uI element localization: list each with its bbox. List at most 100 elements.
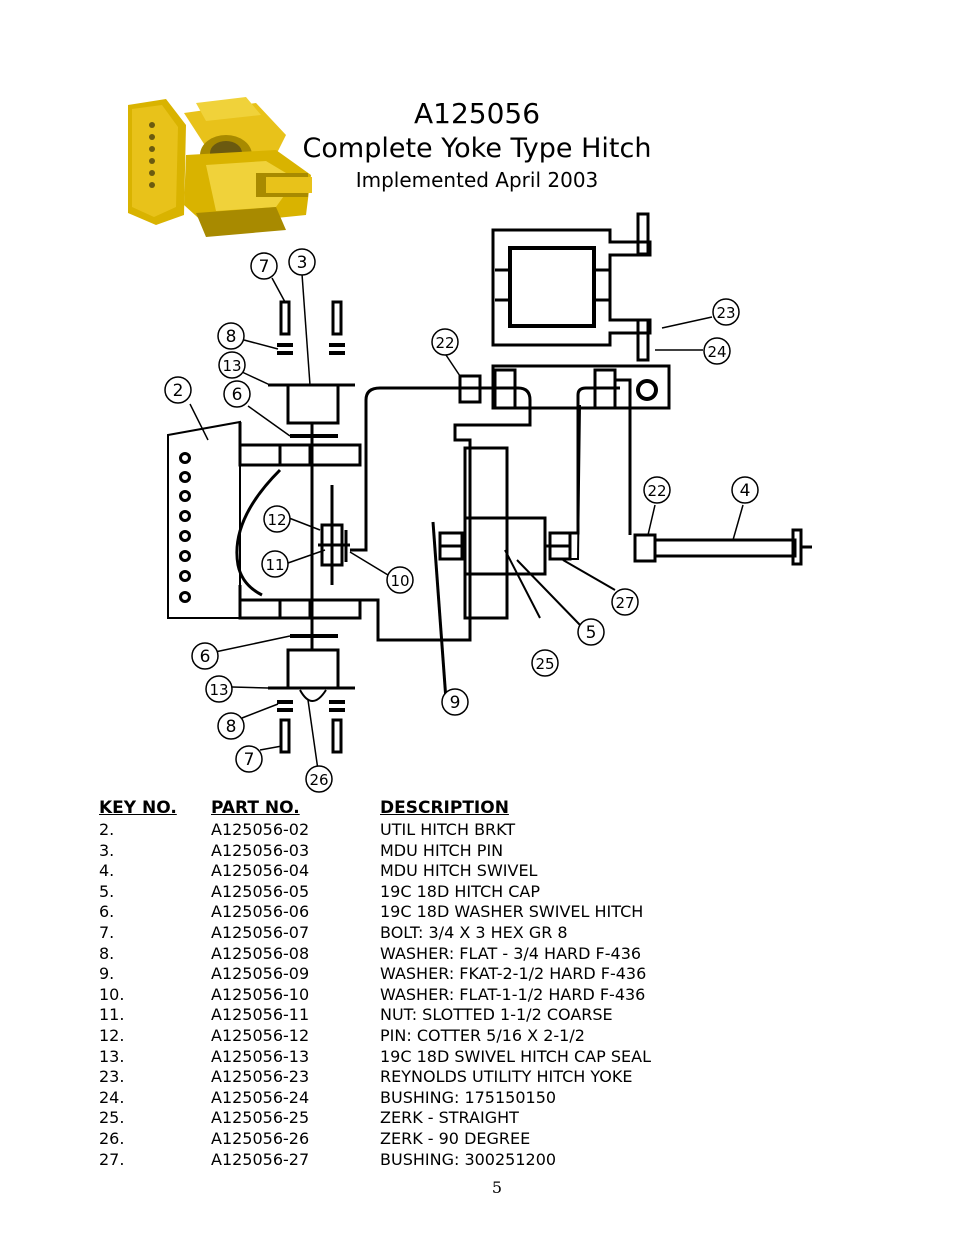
key-no-cell: 25.	[99, 1108, 125, 1128]
svg-text:22: 22	[647, 482, 666, 500]
key-no-cell: 11.	[99, 1005, 125, 1025]
svg-text:8: 8	[226, 327, 237, 347]
svg-text:6: 6	[232, 385, 243, 405]
table-row: 13. A125056-13 19C 18D SWIVEL HITCH CAP SE…	[99, 1047, 680, 1068]
svg-text:9: 9	[450, 693, 461, 713]
key-no-cell: 5.	[99, 881, 115, 901]
description-cell: UTIL HITCH BRKT	[380, 820, 516, 839]
svg-text:25: 25	[535, 655, 554, 673]
part-no-cell: A125056-13	[211, 1046, 310, 1066]
callout-7-top: 7	[250, 252, 278, 280]
callout-3: 4	[731, 476, 759, 504]
assembly-title: Complete Yoke Type Hitch	[302, 133, 652, 164]
part-no-cell: A125056-27	[211, 1149, 310, 1169]
table-row: 12. A125056-12 PIN: COTTER 5/16 X 2-1/2	[99, 1026, 680, 1047]
callout-26: 26	[305, 765, 333, 793]
key-no-cell: 12.	[99, 1025, 125, 1045]
description-cell: PIN: COTTER 5/16 X 2-1/2	[380, 1025, 585, 1045]
description-cell: WASHER: FLAT - 3/4 HARD F-436	[380, 943, 642, 963]
part-no-cell: A125056-03	[211, 840, 310, 860]
svg-text:4: 4	[740, 481, 751, 501]
key-no-cell: 27.	[99, 1149, 125, 1169]
callout-25: 25	[531, 649, 559, 677]
key-no-cell: 3.	[99, 840, 115, 860]
callout-13-bottom: 13	[205, 675, 233, 703]
part-no-cell: A125056-11	[211, 1005, 310, 1025]
part-no-cell: A125056-09	[211, 964, 310, 984]
table-row: 7. A125056-07 BOLT: 3/4 X 3 HEX GR 8	[99, 923, 680, 944]
part-no-cell: A125056-08	[211, 943, 310, 963]
callout-24: 24	[703, 337, 731, 365]
part-no-cell: A125056-24	[211, 1087, 310, 1107]
header-description: DESCRIPTION	[380, 798, 509, 818]
callout-13-top: 13	[218, 351, 246, 379]
svg-text:13: 13	[209, 681, 228, 699]
description-cell: MDU HITCH SWIVEL	[380, 861, 538, 881]
svg-text:7: 7	[244, 750, 255, 770]
callout-22-top: 22	[431, 328, 459, 356]
svg-text:23: 23	[716, 304, 735, 322]
key-no-cell: 23.	[99, 1067, 125, 1087]
svg-text:10: 10	[390, 572, 409, 590]
description-cell: WASHER: FKAT-2-1/2 HARD F-436	[380, 964, 647, 984]
part-no-cell: A125056-06	[211, 902, 310, 922]
callout-11: 11	[261, 550, 289, 578]
description-cell: 19C 18D SWIVEL HITCH CAP SEAL	[380, 1046, 651, 1066]
key-no-cell: 9.	[99, 964, 115, 984]
callout-7-bottom: 7	[235, 745, 263, 773]
part-no-cell: A125056-04	[211, 861, 310, 881]
key-no-cell: 13.	[99, 1046, 125, 1066]
description-cell: BOLT: 3/4 X 3 HEX GR 8	[380, 922, 568, 942]
callout-2: 2	[164, 376, 192, 404]
part-no-cell: A125056-05	[211, 881, 310, 901]
svg-text:13: 13	[222, 357, 241, 375]
part-no-cell: A125056-10	[211, 984, 310, 1004]
callout-9: 9	[441, 688, 469, 716]
table-row: 8. A125056-08 WASHER: FLAT - 3/4 HARD F-43…	[99, 944, 680, 965]
svg-text:11: 11	[265, 556, 284, 574]
part-no-cell: A125056-25	[211, 1108, 310, 1128]
table-header-row: KEY NO. PART NO. DESCRIPTION	[99, 796, 680, 820]
callout-6-bottom: 6	[191, 642, 219, 670]
header-key-no: KEY NO.	[99, 798, 177, 818]
implementation-date: Implemented April 2003	[355, 168, 599, 192]
callout-27: 27	[611, 588, 639, 616]
callout-8-top: 8	[217, 322, 245, 350]
callout-8-bottom: 8	[217, 712, 245, 740]
svg-text:3: 3	[297, 253, 308, 273]
table-row: 6. A125056-06 19C 18D WASHER SWIVEL HITCH	[99, 902, 680, 923]
svg-text:5: 5	[586, 623, 597, 643]
title-block: A125056 Complete Yoke Type Hitch Impleme…	[300, 96, 654, 194]
key-no-cell: 2.	[99, 820, 115, 839]
svg-text:2: 2	[173, 381, 184, 401]
callout-23: 23	[712, 298, 740, 326]
svg-text:24: 24	[707, 343, 726, 361]
svg-text:8: 8	[226, 717, 237, 737]
part-number-title: A125056	[413, 97, 541, 130]
callout-5: 3	[288, 248, 316, 276]
callout-4: 5	[577, 618, 605, 646]
key-no-cell: 26.	[99, 1128, 125, 1148]
key-no-cell: 8.	[99, 943, 115, 963]
svg-text:22: 22	[435, 334, 454, 352]
key-no-cell: 7.	[99, 922, 115, 942]
part-no-cell: A125056-12	[211, 1025, 310, 1045]
description-cell: 19C 18D WASHER SWIVEL HITCH	[380, 902, 644, 922]
description-cell: BUSHING: 175150150	[380, 1087, 557, 1107]
svg-text:27: 27	[615, 594, 634, 612]
description-cell: MDU HITCH PIN	[380, 840, 504, 860]
part-no-cell: A125056-07	[211, 922, 310, 942]
key-no-cell: 6.	[99, 902, 115, 922]
page-number: 5	[491, 1178, 503, 1197]
svg-text:7: 7	[259, 257, 270, 277]
